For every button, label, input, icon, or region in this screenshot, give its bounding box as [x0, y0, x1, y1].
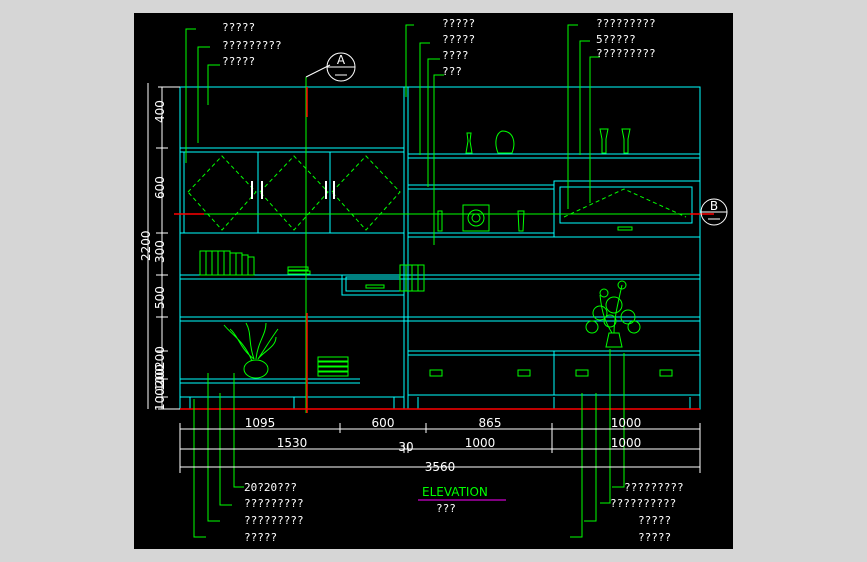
label-top-mid-1: ?????	[442, 17, 475, 30]
dim-h-30: 30	[398, 440, 413, 454]
label-bottom-right-1: ?????????	[624, 481, 684, 494]
callout-labels-top-mid: ????? ????? ???? ???	[442, 17, 475, 78]
plant-icon	[223, 322, 279, 379]
dim-v-300: 300	[153, 240, 167, 263]
section-marker-a-label: A	[337, 53, 346, 67]
label-bottom-left-4: ?????	[244, 531, 277, 544]
title-elevation: ELEVATION	[422, 485, 488, 499]
dim-v-500: 500	[153, 286, 167, 309]
glass-doors	[183, 151, 687, 234]
dim-h-865: 865	[479, 416, 502, 430]
callout-labels-bottom-left: 20?20??? ????????? ????????? ?????	[244, 481, 304, 544]
label-bottom-left-2: ?????????	[244, 497, 304, 510]
flower-icon	[585, 280, 641, 348]
dim-v-200a: 200	[153, 346, 167, 369]
label-top-left-3: ?????	[222, 55, 255, 68]
dim-h-1000b: 1000	[465, 436, 496, 450]
section-marker-b-label: B	[710, 199, 718, 213]
dim-h-1000c: 1000	[611, 436, 642, 450]
label-top-left-1: ?????	[222, 21, 255, 34]
cad-drawing-area: A B	[134, 13, 733, 549]
section-marker-b: B	[700, 198, 728, 226]
clock-icon	[462, 204, 490, 232]
dim-v-overall: 2200	[139, 230, 153, 261]
elevation-drawing: A B	[139, 17, 728, 544]
dim-h-1530: 1530	[277, 436, 308, 450]
dim-v-100b: 100	[153, 388, 167, 411]
label-top-right-3: ?????????	[596, 47, 656, 60]
drawing-title: ELEVATION ???	[418, 485, 506, 515]
label-top-left-2: ?????????	[222, 39, 282, 52]
dim-v-600: 600	[153, 176, 167, 199]
label-top-right-1: ?????????	[596, 17, 656, 30]
books-icon	[199, 250, 425, 377]
label-top-mid-3: ????	[442, 49, 469, 62]
dim-v-400: 400	[153, 100, 167, 123]
vertical-dimensions: 400 600 300 500 200 100 200 100 2200	[139, 100, 167, 411]
callout-labels-bottom-right: ????????? ?????????? ????? ?????	[610, 481, 684, 544]
label-bottom-left-1: 20?20???	[244, 481, 297, 494]
label-top-right-2: 5?????	[596, 33, 636, 46]
dim-v-200b: 200	[153, 364, 167, 387]
title-subtitle: ???	[436, 502, 456, 515]
label-bottom-right-4: ?????	[638, 531, 671, 544]
label-bottom-right-2: ??????????	[610, 497, 676, 510]
label-bottom-right-3: ?????	[638, 514, 671, 527]
label-bottom-left-3: ?????????	[244, 514, 304, 527]
leader-lines	[185, 24, 625, 538]
callout-labels-top-left: ????? ????????? ?????	[222, 21, 282, 68]
cabinet-outline	[179, 86, 701, 410]
dim-h-1095: 1095	[245, 416, 276, 430]
label-top-mid-2: ?????	[442, 33, 475, 46]
section-marker-a: A	[326, 52, 356, 82]
dimension-lines	[147, 83, 701, 473]
dim-h-600: 600	[372, 416, 395, 430]
label-top-mid-4: ???	[442, 65, 462, 78]
dim-h-3560: 3560	[425, 460, 456, 474]
callout-labels-top-right: ????????? 5????? ?????????	[596, 17, 656, 60]
dim-v-100a: 100	[153, 368, 167, 391]
horizontal-dimensions: 1095 600 865 1000 1530 30 1000 1000 3560	[245, 416, 642, 474]
drawer-handles	[429, 226, 673, 377]
section-lines	[174, 64, 714, 413]
dim-h-1000a: 1000	[611, 416, 642, 430]
vase-icons	[437, 128, 631, 232]
